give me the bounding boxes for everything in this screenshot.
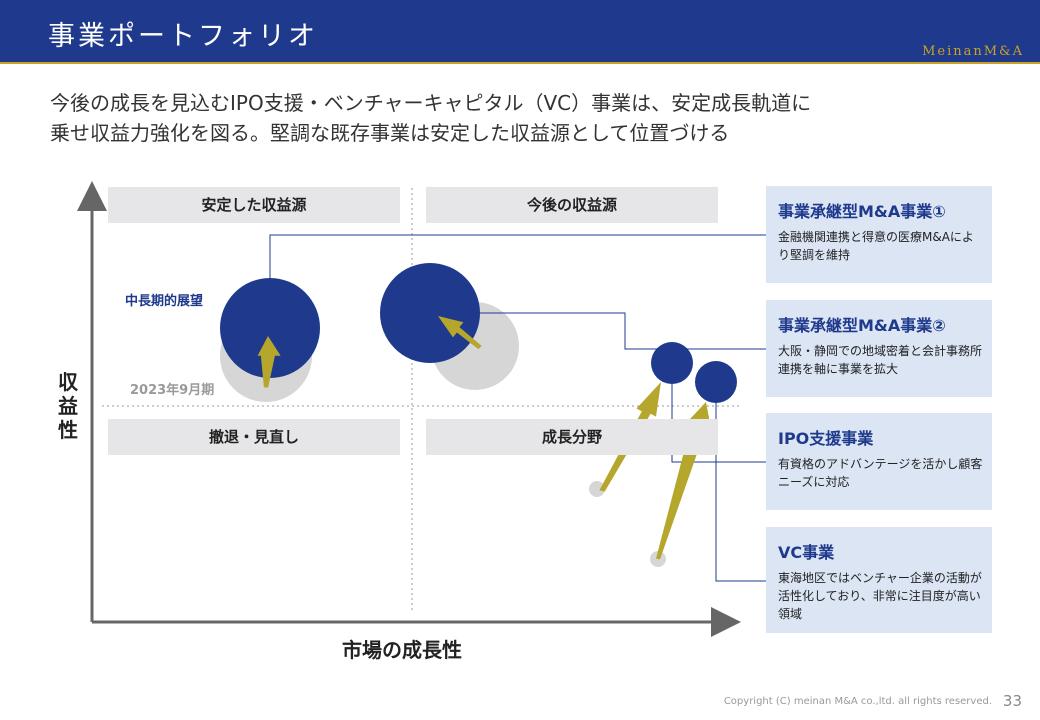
lead-line-1: 今後の成長を見込むIPO支援・ベンチャーキャピタル（VC）事業は、安定成長軌道に bbox=[50, 91, 812, 115]
card-description: 東海地区ではベンチャー企業の活動が活性化しており、非常に注目度が高い領域 bbox=[778, 571, 982, 621]
quadrant-withdraw-review: 撤退・見直し bbox=[108, 419, 400, 455]
connector-ma1 bbox=[269, 234, 766, 282]
annotation-outlook: 中長期的展望 bbox=[125, 294, 204, 309]
card-title: IPO支援事業 bbox=[778, 429, 874, 448]
bubble-ma2-outlook bbox=[380, 263, 480, 363]
bubble-ma1-outlook bbox=[220, 278, 320, 378]
bubble-ipo-outlook bbox=[651, 342, 693, 384]
y-axis-label: 収益性 bbox=[58, 370, 78, 442]
arrow-ma2 bbox=[438, 316, 482, 350]
card-description: 大阪・静岡での地域密着と会計事務所連携を軸に事業を拡大 bbox=[778, 344, 983, 376]
x-axis-label: 市場の成長性 bbox=[342, 638, 462, 662]
card-vc: VC事業 東海地区ではベンチャー企業の活動が活性化しており、非常に注目度が高い領… bbox=[766, 527, 992, 633]
annotation-current-period: 2023年9月期 bbox=[130, 383, 215, 398]
card-title: 事業承継型M&A事業② bbox=[778, 316, 946, 335]
copyright: Copyright (C) meinan M&A co.,ltd. all ri… bbox=[723, 696, 992, 707]
bubble-vc-outlook bbox=[695, 361, 737, 403]
connector-ma2 bbox=[430, 312, 766, 350]
header-gold-line bbox=[0, 62, 1040, 64]
arrow-ma1 bbox=[257, 336, 281, 388]
card-title: 事業承継型M&A事業① bbox=[778, 202, 946, 221]
connector-vc bbox=[715, 402, 766, 582]
quadrant-stable-revenue: 安定した収益源 bbox=[108, 187, 400, 223]
card-ma-2: 事業承継型M&A事業② 大阪・静岡での地域密着と会計事務所連携を軸に事業を拡大 bbox=[766, 300, 992, 397]
page-title: 事業ポートフォリオ bbox=[48, 21, 318, 52]
quadrant-future-revenue: 今後の収益源 bbox=[426, 187, 718, 223]
card-title: VC事業 bbox=[778, 543, 835, 562]
page-number: 33 bbox=[1002, 692, 1022, 710]
quadrant-growth-field: 成長分野 bbox=[426, 419, 718, 455]
card-description: 金融機関連携と得意の医療M&Aにより堅調を維持 bbox=[778, 230, 974, 262]
bubble-ipo-current bbox=[589, 481, 605, 497]
connector-ipo bbox=[671, 382, 766, 463]
card-ipo: IPO支援事業 有資格のアドバンテージを活かし顧客ニーズに対応 bbox=[766, 413, 992, 510]
card-description: 有資格のアドバンテージを活かし顧客ニーズに対応 bbox=[778, 457, 983, 489]
brand-logo: MeinanM&A bbox=[922, 44, 1024, 59]
header-bar bbox=[0, 0, 1040, 62]
lead-text: 今後の成長を見込むIPO支援・ベンチャーキャピタル（VC）事業は、安定成長軌道に… bbox=[50, 88, 811, 148]
card-ma-1: 事業承継型M&A事業① 金融機関連携と得意の医療M&Aにより堅調を維持 bbox=[766, 186, 992, 283]
lead-line-2: 乗せ収益力強化を図る。堅調な既存事業は安定した収益源として位置づける bbox=[50, 121, 730, 145]
